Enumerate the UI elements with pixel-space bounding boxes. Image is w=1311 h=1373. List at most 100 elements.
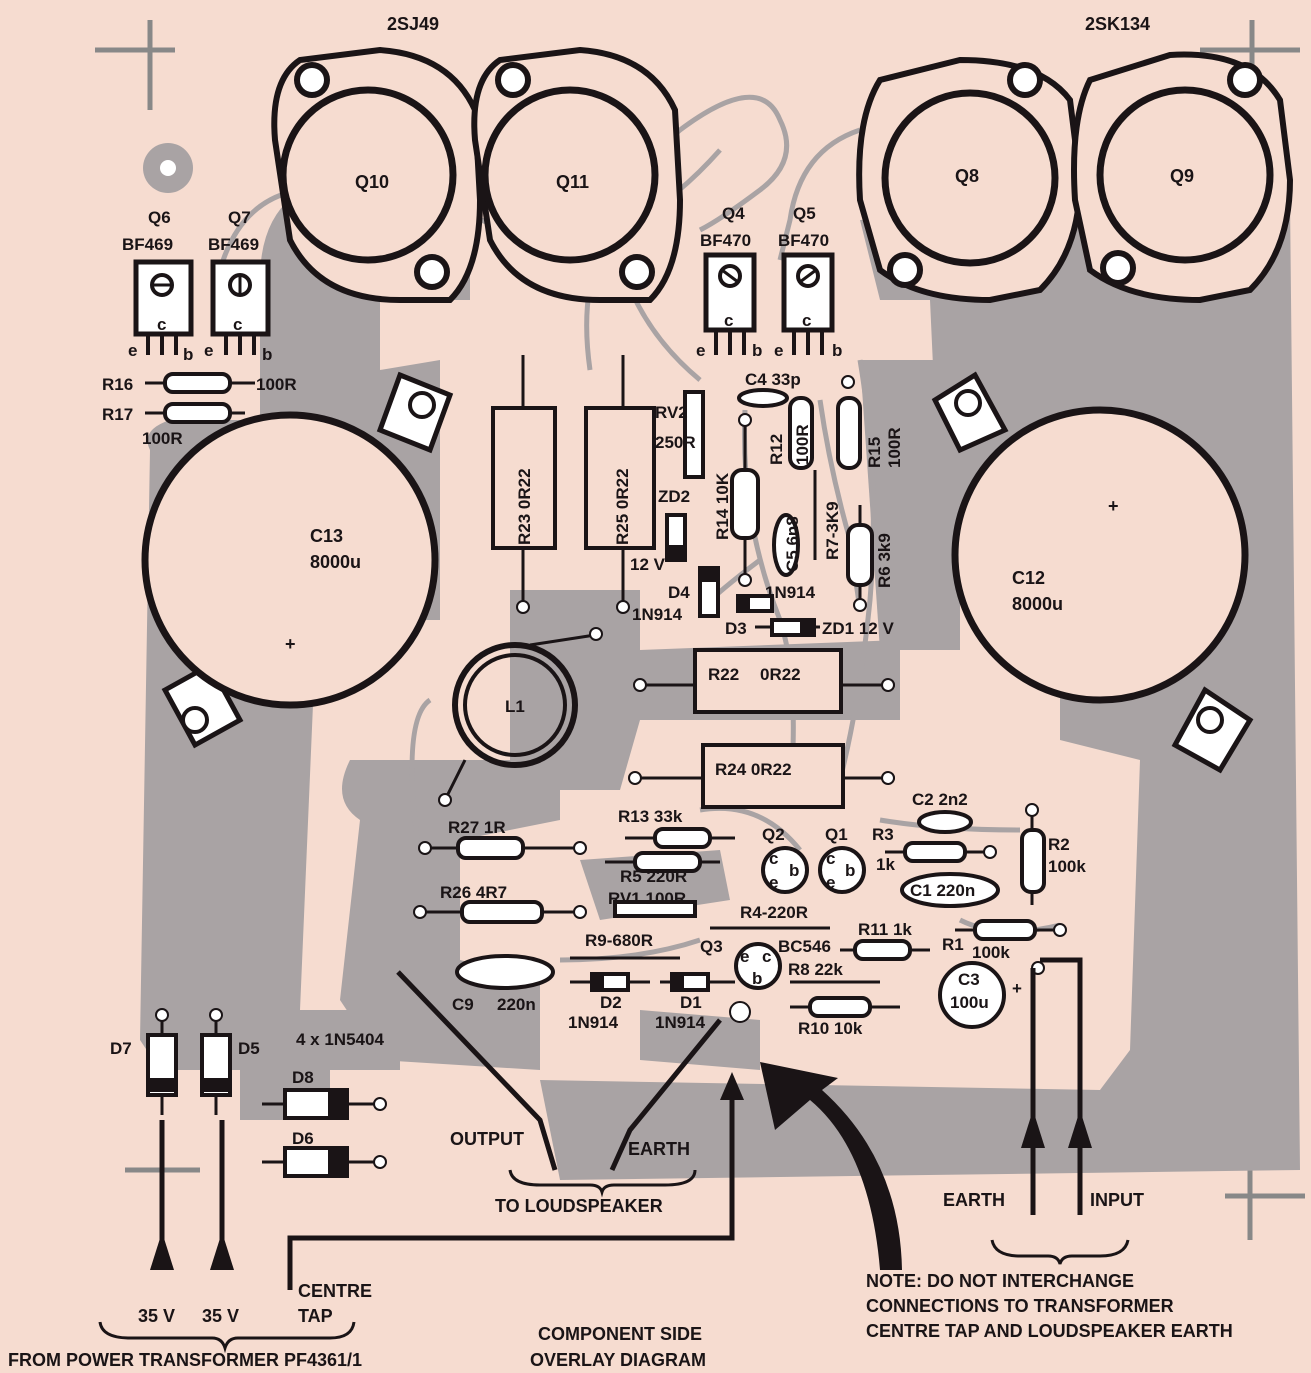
- svg-text:D7: D7: [110, 1039, 132, 1058]
- svg-text:Q5: Q5: [793, 204, 816, 223]
- capacitor-c13: C13 8000u +: [141, 371, 454, 749]
- label-2sj49: 2SJ49: [387, 14, 439, 34]
- svg-text:R17: R17: [102, 405, 133, 424]
- svg-text:C2 2n2: C2 2n2: [912, 790, 968, 809]
- resistor-r26: R26 4R7: [420, 883, 580, 924]
- svg-text:100R: 100R: [256, 375, 297, 394]
- svg-text:Q2: Q2: [762, 825, 785, 844]
- resistor-r23: R23 0R22: [491, 355, 557, 610]
- svg-text:BF469: BF469: [208, 235, 259, 254]
- svg-text:Q3: Q3: [700, 937, 723, 956]
- svg-text:b: b: [832, 341, 842, 360]
- voltage-label-2: 35 V: [202, 1306, 239, 1326]
- svg-text:b: b: [845, 861, 855, 880]
- resistor-r13: R13 33k: [618, 807, 735, 849]
- capacitor-c1: C1 220n: [900, 872, 1000, 908]
- svg-text:100R: 100R: [142, 429, 183, 448]
- svg-text:R11 1k: R11 1k: [858, 920, 912, 939]
- svg-text:R25 0R22: R25 0R22: [613, 468, 632, 545]
- svg-text:D3: D3: [725, 619, 747, 638]
- resistor-r15: R15 100R: [836, 396, 904, 470]
- caption-line-1: COMPONENT SIDE: [538, 1324, 702, 1344]
- svg-text:e: e: [204, 341, 213, 360]
- mounting-hole-center: [160, 160, 176, 176]
- svg-text:R4-220R: R4-220R: [740, 903, 808, 922]
- driver-transistor-q5: Q5 BF470 c e b: [774, 204, 842, 360]
- svg-text:1N914: 1N914: [632, 605, 683, 624]
- capacitor-c4: C4 33p: [737, 370, 801, 408]
- resistor-r4: R4-220R: [710, 903, 830, 930]
- resistor-r5: R5 220R: [605, 851, 720, 886]
- svg-text:Q1: Q1: [825, 825, 848, 844]
- svg-text:c: c: [769, 849, 778, 868]
- rectifier-label: 4 x 1N5404: [296, 1030, 384, 1049]
- svg-text:100R: 100R: [793, 424, 812, 465]
- svg-text:R24 0R22: R24 0R22: [715, 760, 792, 779]
- svg-text:c: c: [157, 315, 166, 334]
- svg-text:b: b: [183, 345, 193, 364]
- resistor-r24: R24 0R22: [635, 743, 895, 809]
- svg-text:R26 4R7: R26 4R7: [440, 883, 507, 902]
- resistor-r12: R12 100R: [767, 396, 814, 470]
- svg-text:R12: R12: [767, 434, 786, 465]
- svg-text:8000u: 8000u: [310, 552, 361, 572]
- power-transistor-q8: Q8: [856, 56, 1084, 304]
- svg-text:c: c: [233, 315, 242, 334]
- power-transistor-q11: Q11: [471, 46, 684, 303]
- svg-text:1k: 1k: [876, 855, 895, 874]
- diode-d2: D2 1N914: [568, 972, 650, 1032]
- caption-line-2: OVERLAY DIAGRAM: [530, 1350, 706, 1370]
- centre-label: CENTRE: [298, 1281, 372, 1301]
- svg-text:C5 6n8: C5 6n8: [783, 516, 802, 572]
- svg-text:e: e: [740, 947, 749, 966]
- capacitor-c2: C2 2n2: [912, 790, 973, 834]
- voltage-label-1: 35 V: [138, 1306, 175, 1326]
- resistor-r6: R6 3k9: [846, 505, 894, 600]
- svg-text:R2: R2: [1048, 835, 1070, 854]
- resistor-r25: R25 0R22: [584, 355, 656, 610]
- svg-text:BF469: BF469: [122, 235, 173, 254]
- resistor-r14: R14 10K: [713, 420, 760, 580]
- svg-text:b: b: [752, 341, 762, 360]
- svg-text:RV1 100R: RV1 100R: [608, 889, 686, 908]
- trace-output: [340, 760, 560, 1070]
- trimmer-rv1: RV1 100R: [608, 889, 697, 918]
- power-transistor-q10: Q10: [271, 46, 484, 303]
- trace-mid-right: [860, 360, 960, 650]
- svg-text:Q4: Q4: [722, 204, 745, 223]
- note-line-1: NOTE: DO NOT INTERCHANGE: [866, 1271, 1134, 1291]
- svg-text:+: +: [1012, 979, 1022, 998]
- svg-text:220n: 220n: [497, 995, 536, 1014]
- resistor-r7: R7-3K9: [813, 470, 842, 560]
- capacitor-c12: + C12 8000u: [931, 371, 1254, 774]
- earth-input-label: EARTH: [943, 1190, 1005, 1210]
- resistor-r17: R17 100R: [102, 402, 245, 448]
- svg-text:100u: 100u: [950, 993, 989, 1012]
- svg-text:R3: R3: [872, 825, 894, 844]
- svg-text:Q7: Q7: [228, 208, 251, 227]
- driver-transistor-q6: Q6 BF469 c e b: [122, 208, 194, 364]
- svg-text:C3: C3: [958, 970, 980, 989]
- svg-text:c: c: [724, 311, 733, 330]
- svg-text:e: e: [696, 341, 705, 360]
- svg-text:0R22: 0R22: [760, 665, 801, 684]
- svg-text:8000u: 8000u: [1012, 594, 1063, 614]
- note-line-2: CONNECTIONS TO TRANSFORMER: [866, 1296, 1174, 1316]
- diode-d5: D5: [200, 1015, 260, 1115]
- zener-zd2: ZD2 12 V: [630, 487, 690, 574]
- input-label: INPUT: [1090, 1190, 1144, 1210]
- inductor-l1: L1: [443, 633, 596, 801]
- note-line-3: CENTRE TAP AND LOUDSPEAKER EARTH: [866, 1321, 1233, 1341]
- svg-text:e: e: [128, 341, 137, 360]
- resistor-r2: R2 100k: [1020, 805, 1086, 905]
- resistor-r1: R1 100k: [942, 919, 1060, 962]
- svg-text:D8: D8: [292, 1068, 314, 1087]
- svg-text:R1: R1: [942, 935, 964, 954]
- label-2sk134: 2SK134: [1085, 14, 1150, 34]
- svg-text:b: b: [789, 861, 799, 880]
- svg-text:R6 3k9: R6 3k9: [875, 533, 894, 588]
- q11-label: Q11: [556, 172, 589, 192]
- zener-zd1: ZD1 12 V: [755, 618, 894, 638]
- svg-text:Q6: Q6: [148, 208, 171, 227]
- diode-d7: D7: [110, 1015, 178, 1115]
